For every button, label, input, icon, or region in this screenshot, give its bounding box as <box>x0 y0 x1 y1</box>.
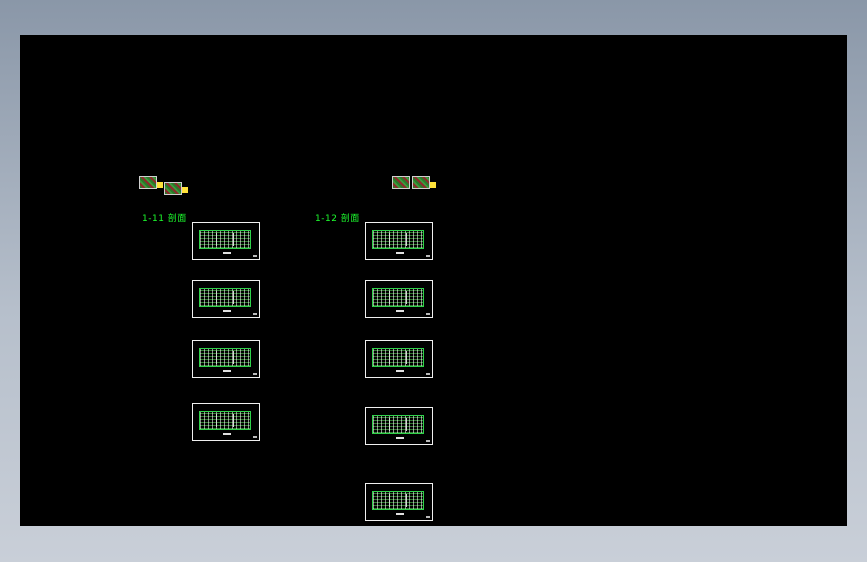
drawing-thumbnail-icon[interactable] <box>139 176 157 189</box>
sheet-corner-mark <box>253 436 257 438</box>
sheet-corner-mark <box>426 255 430 257</box>
floor-plan-drawing <box>372 491 424 510</box>
sheet-corner-mark <box>253 373 257 375</box>
selection-marker-icon[interactable] <box>182 187 188 193</box>
right-section-label: 1-12 剖面 <box>315 214 360 224</box>
sheet-title-mark <box>223 370 231 372</box>
sheet-corner-mark <box>426 313 430 315</box>
drawing-sheet[interactable] <box>192 340 260 378</box>
left-section-label: 1-11 剖面 <box>142 214 187 224</box>
sheet-title-mark <box>396 310 404 312</box>
sheet-corner-mark <box>426 373 430 375</box>
sheet-title-mark <box>396 370 404 372</box>
floor-plan-drawing <box>372 288 424 307</box>
drawing-sheet[interactable] <box>365 340 433 378</box>
floor-plan-drawing <box>372 230 424 249</box>
selection-marker-icon[interactable] <box>157 182 163 188</box>
drawing-sheet[interactable] <box>365 280 433 318</box>
drawing-thumbnail-icon[interactable] <box>164 182 182 195</box>
drawing-sheet[interactable] <box>365 483 433 521</box>
sheet-title-mark <box>396 437 404 439</box>
sheet-title-mark <box>223 252 231 254</box>
cad-model-space[interactable]: 1-11 剖面 1-12 剖面 <box>20 35 847 526</box>
floor-plan-drawing <box>199 288 251 307</box>
floor-plan-drawing <box>199 411 251 430</box>
floor-plan-drawing <box>199 348 251 367</box>
selection-marker-icon[interactable] <box>430 182 436 188</box>
drawing-sheet[interactable] <box>192 403 260 441</box>
drawing-sheet[interactable] <box>192 222 260 260</box>
floor-plan-drawing <box>372 415 424 434</box>
sheet-title-mark <box>223 310 231 312</box>
sheet-corner-mark <box>426 440 430 442</box>
drawing-sheet[interactable] <box>365 407 433 445</box>
sheet-corner-mark <box>426 516 430 518</box>
floor-plan-drawing <box>372 348 424 367</box>
sheet-corner-mark <box>253 313 257 315</box>
drawing-thumbnail-icon[interactable] <box>412 176 430 189</box>
drawing-sheet[interactable] <box>192 280 260 318</box>
sheet-corner-mark <box>253 255 257 257</box>
drawing-thumbnail-icon[interactable] <box>392 176 410 189</box>
sheet-title-mark <box>396 252 404 254</box>
sheet-title-mark <box>396 513 404 515</box>
floor-plan-drawing <box>199 230 251 249</box>
sheet-title-mark <box>223 433 231 435</box>
drawing-sheet[interactable] <box>365 222 433 260</box>
